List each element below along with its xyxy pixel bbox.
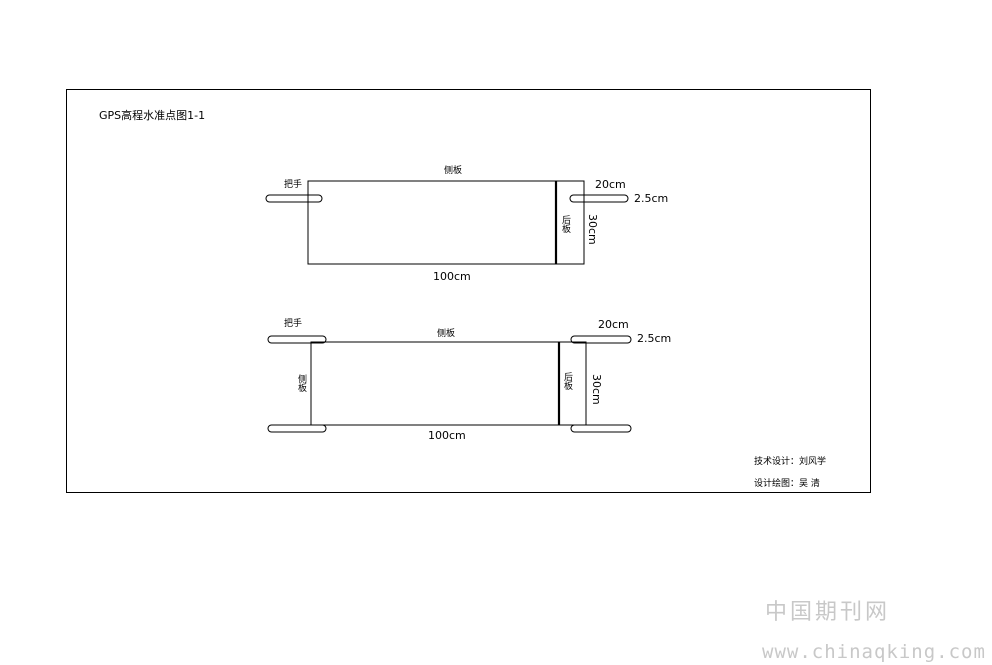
bottom-lower-right-handle xyxy=(570,424,632,433)
top-left-handle xyxy=(265,194,323,203)
bottom-side-label: 侧板 xyxy=(437,329,456,339)
top-right-handle xyxy=(569,194,629,203)
top-handle-diameter-label: 2.5cm xyxy=(634,192,669,205)
bottom-height-label: 30cm xyxy=(590,374,603,405)
credit-tech-design: 技术设计：刘风学 xyxy=(754,457,827,467)
top-height-label: 30cm xyxy=(586,214,599,245)
bottom-rear-label: 后板 xyxy=(562,372,572,390)
top-view-outline xyxy=(307,180,585,265)
watermark-cn: 中国期刊网 xyxy=(765,600,891,625)
top-length-label: 100cm xyxy=(433,270,471,283)
top-view-box-outline xyxy=(307,180,585,265)
credit-drafting: 设计绘图：吴 清 xyxy=(754,479,820,489)
top-handle-label: 把手 xyxy=(284,180,303,190)
bottom-upper-left-handle xyxy=(267,335,327,344)
bottom-upper-right-handle xyxy=(570,335,632,344)
bottom-length-label: 100cm xyxy=(428,429,466,442)
bottom-handle-length-label: 20cm xyxy=(598,318,629,331)
drawing-title: GPS高程水准点图1-1 xyxy=(99,109,206,122)
drawing-frame xyxy=(66,89,871,493)
bottom-handle-diameter-label: 2.5cm xyxy=(637,332,672,345)
bottom-lower-left-handle xyxy=(267,424,327,433)
bottom-left-side-label: 侧板 xyxy=(296,374,306,392)
top-rear-label: 后板 xyxy=(560,215,570,233)
bottom-handle-label: 把手 xyxy=(284,319,303,329)
top-side-label: 侧板 xyxy=(444,166,463,176)
bottom-view-box-outline xyxy=(310,341,587,426)
top-handle-length-label: 20cm xyxy=(595,178,626,191)
watermark-url: www.chinaqking.com xyxy=(762,641,986,663)
